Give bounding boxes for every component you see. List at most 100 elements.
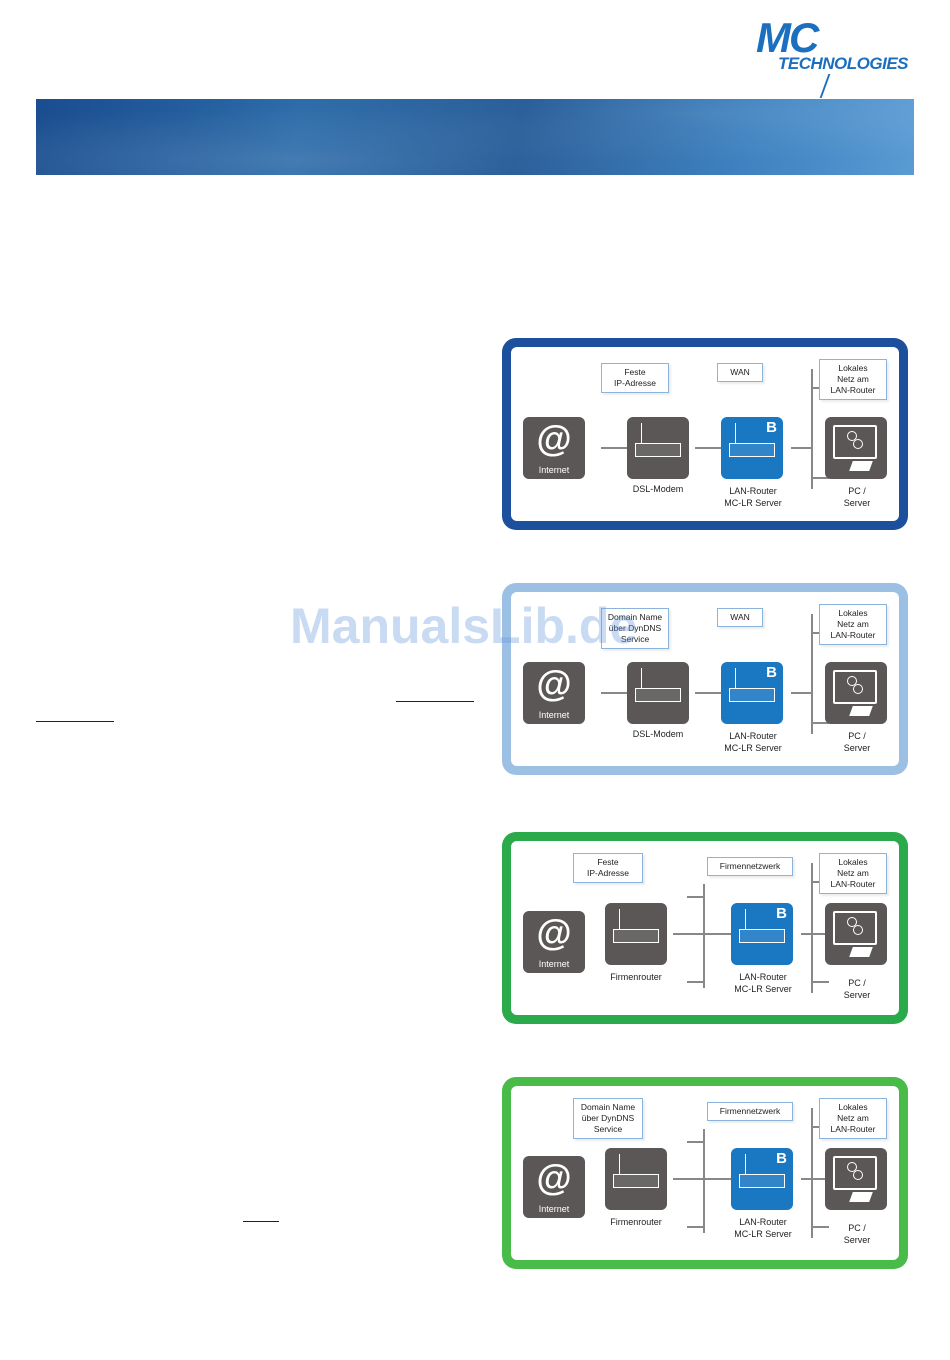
- internet-device: @ Internet: [523, 662, 585, 724]
- modem-device: [605, 903, 667, 965]
- router-badge: B: [776, 1150, 787, 1167]
- diagram-card: B1 @ Internet DSL-Modem B LAN-Rou: [502, 338, 908, 530]
- antenna-icon: [619, 1154, 621, 1174]
- pc-label: PC / Server: [843, 978, 871, 1000]
- pc-device: [825, 662, 887, 724]
- connector-line: [811, 1226, 829, 1228]
- antenna-icon: [735, 423, 737, 443]
- connector-line: [801, 1178, 831, 1180]
- ring-icon: [847, 917, 857, 927]
- diagram-label: B3: [525, 845, 554, 870]
- internet-label: Internet: [538, 1204, 570, 1214]
- lan-router-device: B: [721, 417, 783, 479]
- pc-device: [825, 417, 887, 479]
- pc-label: PC / Server: [843, 486, 871, 508]
- router-label: LAN-Router MC-LR Server: [734, 972, 792, 994]
- modem-box-icon: [635, 688, 681, 702]
- connector-line: [687, 1141, 703, 1143]
- connector-line: [687, 896, 703, 898]
- keyboard-icon: [849, 1192, 873, 1202]
- internet-label: Internet: [538, 710, 570, 720]
- ring-icon: [853, 439, 863, 449]
- connector-line: [811, 981, 829, 983]
- modem-device: [627, 662, 689, 724]
- logo-slash-mark: [819, 74, 831, 98]
- ring-icon: [853, 684, 863, 694]
- antenna-icon: [619, 909, 621, 929]
- modem-box-icon: [613, 1174, 659, 1188]
- ring-icon: [853, 1170, 863, 1180]
- diagram-label: B1: [525, 351, 554, 376]
- modem-label: DSL-Modem: [632, 484, 684, 494]
- connector-line: [811, 863, 813, 993]
- connector-line: [695, 447, 735, 449]
- at-icon: @: [536, 418, 572, 459]
- right-callout: Lokales Netz am LAN-Router: [819, 853, 887, 894]
- at-icon: @: [536, 912, 572, 953]
- connector-line: [601, 692, 631, 694]
- ring-icon: [847, 1162, 857, 1172]
- router-box-icon: [739, 929, 785, 943]
- connector-line: [811, 1108, 813, 1238]
- monitor-icon: [833, 425, 877, 459]
- router-label: LAN-Router MC-LR Server: [724, 731, 782, 753]
- keyboard-icon: [849, 461, 873, 471]
- connector-line: [687, 1226, 703, 1228]
- middle-callout: WAN: [717, 608, 763, 627]
- internet-label: Internet: [538, 465, 570, 475]
- connector-line: [673, 1178, 741, 1180]
- diagram-card: B2 @ Internet DSL-Modem B LAN-Rou: [502, 583, 908, 775]
- connector-line: [687, 981, 703, 983]
- diagram-label: B2: [525, 596, 554, 621]
- left-callout: Feste IP-Adresse: [573, 853, 643, 883]
- connector-line: [811, 369, 813, 489]
- diagram-label: B4: [525, 1090, 554, 1115]
- router-badge: B: [766, 419, 777, 436]
- diagram-card: B4 @ Internet Firmenrouter B: [502, 1077, 908, 1269]
- internet-label: Internet: [538, 959, 570, 969]
- connector-line: [801, 933, 831, 935]
- at-icon: @: [536, 1157, 572, 1198]
- internet-device: @ Internet: [523, 1156, 585, 1218]
- monitor-icon: [833, 911, 877, 945]
- connector-line: [601, 447, 631, 449]
- pc-label: PC / Server: [843, 731, 871, 753]
- ring-icon: [847, 676, 857, 686]
- diagram-canvas: B2 @ Internet DSL-Modem B LAN-Rou: [511, 592, 899, 766]
- router-badge: B: [776, 905, 787, 922]
- modem-box-icon: [635, 443, 681, 457]
- antenna-icon: [745, 1154, 747, 1174]
- pc-device: [825, 1148, 887, 1210]
- left-callout: Domain Name über DynDNS Service: [601, 608, 669, 649]
- modem-label: Firmenrouter: [610, 972, 662, 982]
- mc-technologies-logo: MC TECHNOLOGIES: [750, 8, 925, 100]
- connector-line: [811, 477, 829, 479]
- connector-line: [811, 614, 813, 734]
- logo-mc-text: MC: [756, 14, 819, 61]
- underline-fragment: [396, 701, 474, 702]
- right-callout: Lokales Netz am LAN-Router: [819, 359, 887, 400]
- middle-callout: Firmennetzwerk: [707, 857, 793, 876]
- pc-label: PC / Server: [843, 1223, 871, 1245]
- antenna-icon: [641, 668, 643, 688]
- antenna-icon: [745, 909, 747, 929]
- underline-fragment: [36, 721, 114, 722]
- watermark: ManualsLib.de: [290, 598, 638, 654]
- modem-label: Firmenrouter: [610, 1217, 662, 1227]
- diagram-canvas: B3 @ Internet Firmenrouter B: [511, 841, 899, 1015]
- connector-line: [673, 933, 741, 935]
- diagram-card: B3 @ Internet Firmenrouter B: [502, 832, 908, 1024]
- left-callout: Domain Name über DynDNS Service: [573, 1098, 643, 1139]
- logo-technologies-text: TECHNOLOGIES: [778, 54, 909, 73]
- modem-label: DSL-Modem: [632, 729, 684, 739]
- ring-icon: [847, 431, 857, 441]
- connector-line: [703, 1129, 705, 1233]
- modem-device: [627, 417, 689, 479]
- router-box-icon: [729, 443, 775, 457]
- pc-device: [825, 903, 887, 965]
- antenna-icon: [735, 668, 737, 688]
- keyboard-icon: [849, 706, 873, 716]
- connector-line: [791, 447, 813, 449]
- monitor-icon: [833, 1156, 877, 1190]
- left-callout: Feste IP-Adresse: [601, 363, 669, 393]
